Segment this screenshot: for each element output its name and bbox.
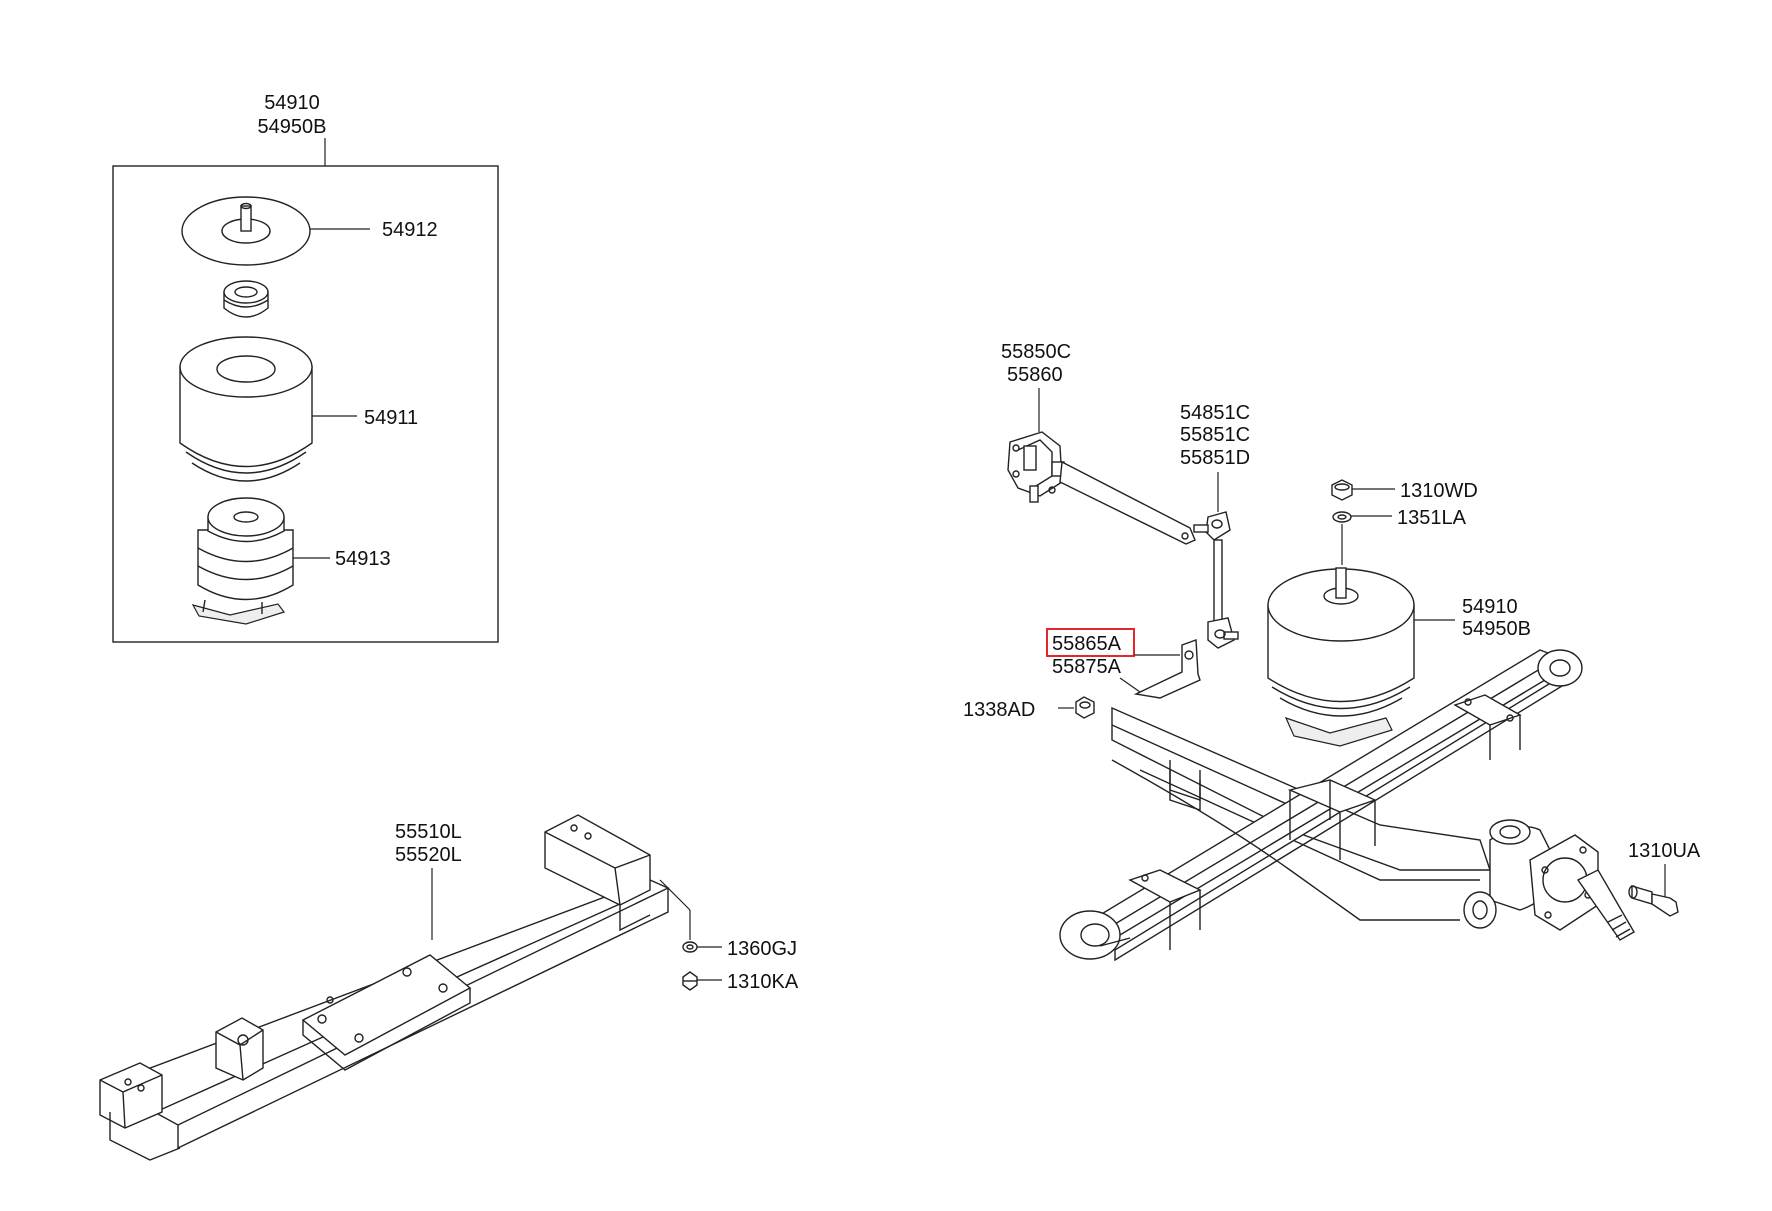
- callout-54910-right[interactable]: 54910: [1462, 596, 1518, 618]
- callout-54913[interactable]: 54913: [335, 548, 391, 570]
- axle-and-leaf-spring[interactable]: [1059, 649, 1635, 962]
- callout-1338ad[interactable]: 1338AD: [963, 699, 1035, 721]
- callout-55520l[interactable]: 55520L: [395, 844, 462, 866]
- part-54910-air-spring-right[interactable]: 54910 54950B: [1267, 567, 1531, 747]
- part-1310ua-bolt[interactable]: 1310UA: [1628, 840, 1701, 917]
- callout-1360gj[interactable]: 1360GJ: [727, 938, 797, 960]
- mounting-bracket-group: 55510L 55520L: [99, 814, 799, 1161]
- callout-55875a[interactable]: 55875A: [1052, 656, 1122, 678]
- part-55510l-bracket[interactable]: [99, 814, 670, 1161]
- air-spring-assembly-group: 54910 54950B 54912 54911: [112, 92, 499, 643]
- part-1360gj-washer[interactable]: 1360GJ: [659, 879, 797, 960]
- callout-1310wd[interactable]: 1310WD: [1400, 480, 1478, 502]
- part-54911-bellow[interactable]: 54911: [179, 336, 418, 482]
- part-1338ad-nut[interactable]: 1338AD: [963, 696, 1095, 721]
- callout-55860[interactable]: 55860: [1007, 364, 1063, 386]
- part-1351la-washer[interactable]: 1351LA: [1332, 507, 1467, 565]
- callout-54851c[interactable]: 54851C: [1180, 402, 1250, 424]
- axle-assembly-group: 55850C 55860 54851C 55851C 55851D: [963, 341, 1701, 962]
- callout-54950b-box[interactable]: 54950B: [258, 116, 327, 138]
- callout-55851d[interactable]: 55851D: [1180, 447, 1250, 469]
- assembly-frame: [112, 165, 499, 643]
- callout-54912[interactable]: 54912: [382, 219, 438, 241]
- callout-54910-box[interactable]: 54910: [264, 92, 320, 114]
- part-54913-piston[interactable]: 54913: [191, 497, 391, 625]
- callout-1310ka[interactable]: 1310KA: [727, 971, 799, 993]
- part-55850c-height-sensor[interactable]: 55850C 55860: [1001, 341, 1196, 545]
- grommet-part[interactable]: [223, 280, 269, 318]
- callout-1310ua[interactable]: 1310UA: [1628, 840, 1701, 862]
- callout-55851c[interactable]: 55851C: [1180, 424, 1250, 446]
- callout-54911[interactable]: 54911: [364, 407, 418, 429]
- callout-54950b-right[interactable]: 54950B: [1462, 618, 1531, 640]
- callout-55850c[interactable]: 55850C: [1001, 341, 1071, 363]
- callout-55510l[interactable]: 55510L: [395, 821, 462, 843]
- highlight-box-55865a: [1046, 628, 1135, 657]
- part-54851c-link-rod[interactable]: 54851C 55851C 55851D: [1180, 402, 1250, 649]
- part-54912-top-plate[interactable]: 54912: [181, 196, 438, 266]
- callout-1351la[interactable]: 1351LA: [1397, 507, 1467, 529]
- part-1310ka-nut[interactable]: 1310KA: [682, 971, 799, 993]
- callout-55865a[interactable]: 55865A: [1052, 633, 1122, 655]
- part-55865a-bracket[interactable]: 55865A 55875A: [1046, 628, 1201, 699]
- part-1310wd-nut[interactable]: 1310WD: [1331, 479, 1478, 502]
